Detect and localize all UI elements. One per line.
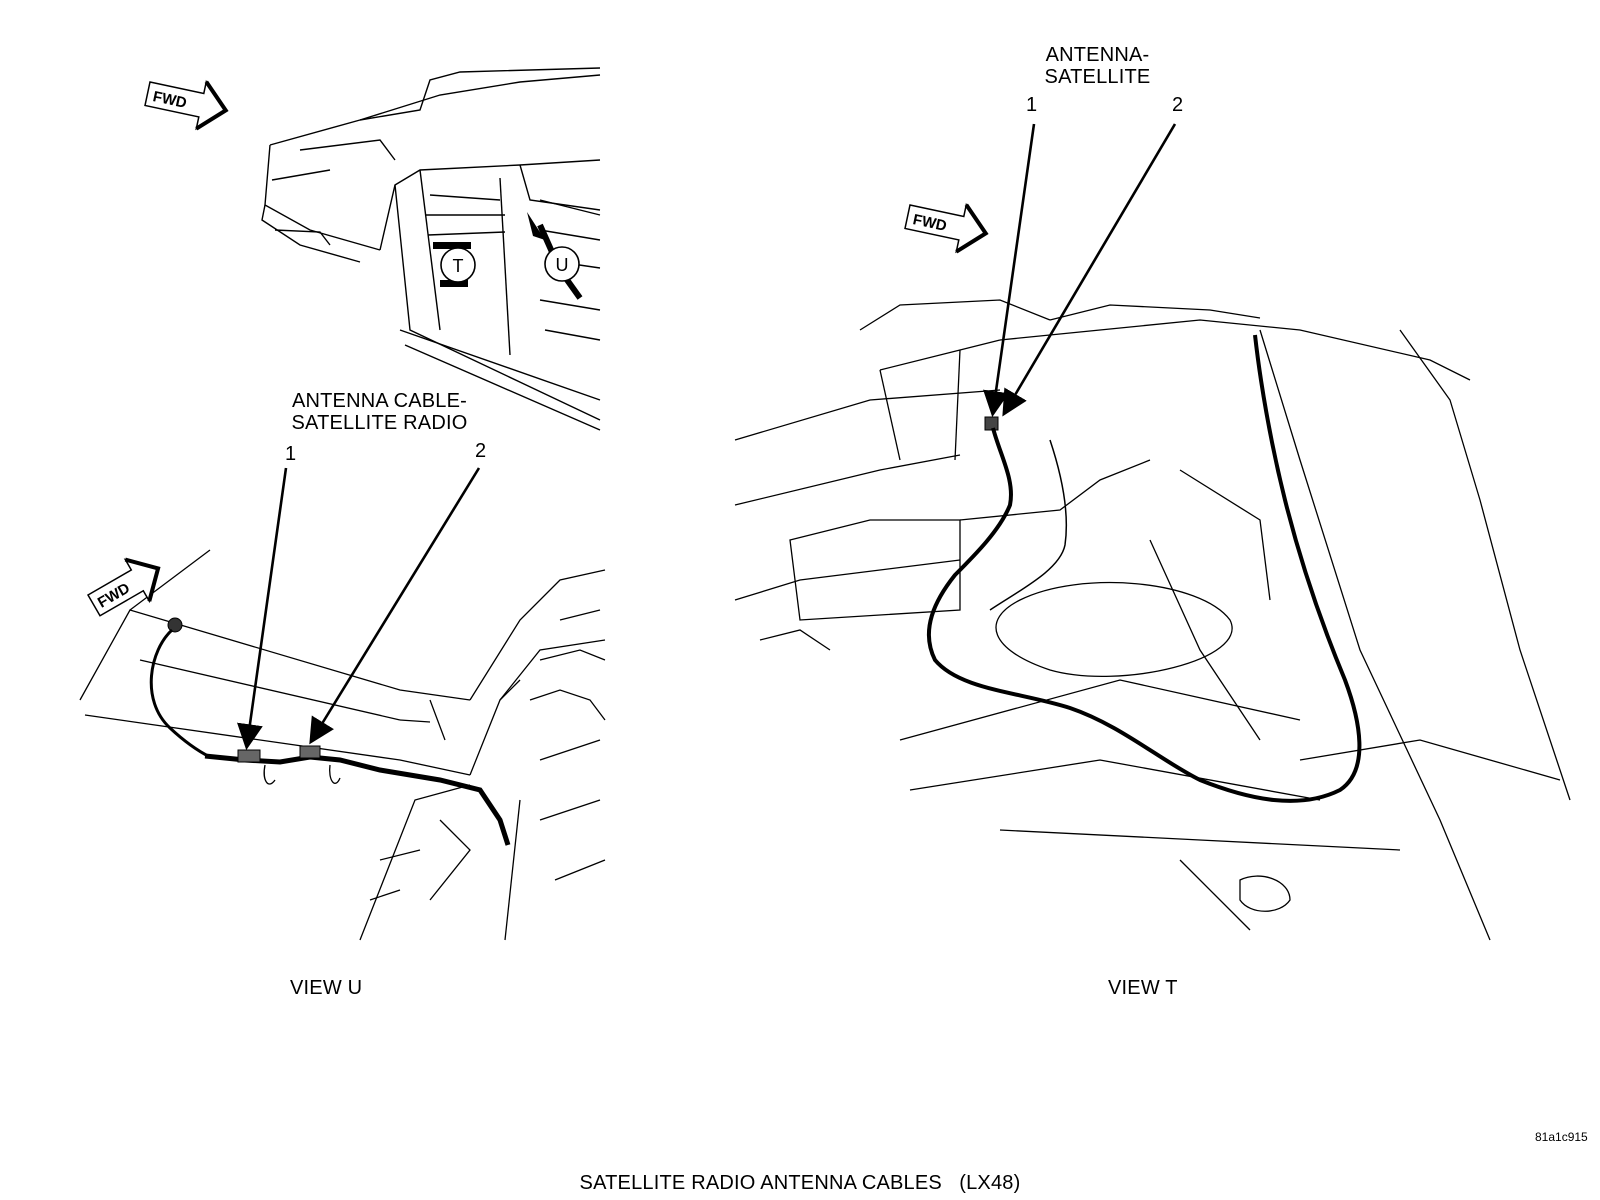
view-t-item-2: 2 [1172,94,1184,116]
view-u-caption: VIEW U [290,977,363,999]
locator-t-label: T [453,256,464,276]
view-u-callout-line2: SATELLITE RADIO [291,412,468,434]
view-t-callout-line1: ANTENNA- [1045,44,1150,66]
locator-u-label: U [556,255,569,275]
view-u-antenna-cable [149,617,511,846]
view-t-antenna-cable [926,334,1362,803]
locator-car-body [261,67,601,431]
view-t-caption: VIEW T [1108,977,1178,999]
view-u-callout-line1: ANTENNA CABLE- [291,390,468,412]
figure-title: SATELLITE RADIO ANTENNA CABLES (LX48) [579,1172,1021,1194]
fwd-arrow-view-u: FWD [86,557,161,617]
locator-u-marker [527,212,583,300]
view-t-callout: ANTENNA- SATELLITE [1030,44,1165,88]
view-u-body-structure [79,549,606,941]
view-u-leader-1 [237,467,288,751]
view-u-item-1: 1 [285,443,297,465]
view-u-leader-2 [309,467,481,745]
figure-id: 81a1c915 [1535,1130,1588,1144]
view-t-body-structure [734,299,1571,941]
fwd-arrow-locator: FWD [144,79,229,131]
locator-t-marker [433,242,476,287]
fwd-arrow-view-t: FWD [904,202,989,254]
fwd-label-locator: FWD [151,88,188,112]
view-t-leader-1 [983,123,1036,418]
view-u-callout: ANTENNA CABLE- SATELLITE RADIO [272,390,487,434]
view-t-item-1: 1 [1026,94,1038,116]
view-t-callout-line2: SATELLITE [1044,66,1151,88]
fwd-label-view-t: FWD [911,211,948,235]
view-u-item-2: 2 [475,440,487,462]
view-t-leader-2 [1002,123,1177,417]
